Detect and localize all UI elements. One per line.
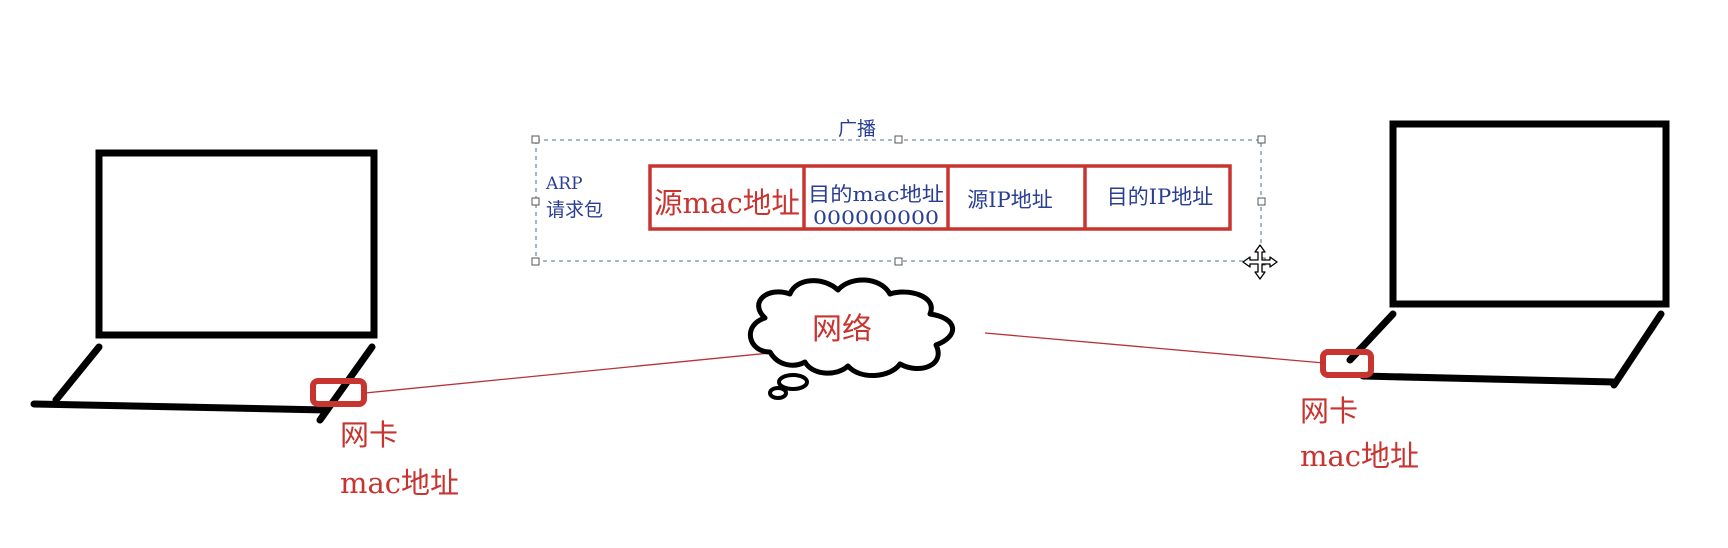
selection-handle[interactable] xyxy=(531,257,540,266)
selection-handle[interactable] xyxy=(1257,197,1266,206)
right-laptop-base-right-edge xyxy=(1610,310,1665,389)
packet-field-src-mac: 源mac地址 xyxy=(654,186,800,220)
right-nic xyxy=(1320,349,1374,378)
selection-handle[interactable] xyxy=(1257,135,1266,144)
cloud-puff-2 xyxy=(768,386,788,400)
selection-handle[interactable] xyxy=(531,197,540,206)
packet-field-src-ip: 源IP地址 xyxy=(967,188,1052,212)
packet-field-dst-mac: 目的mac地址 xyxy=(808,182,944,206)
packet-title-line1: ARP xyxy=(545,174,583,194)
broadcast-selection: 广播 xyxy=(531,118,1278,280)
left-nic-label: 网卡 xyxy=(340,418,398,452)
right-mac-label: mac地址 xyxy=(1300,439,1419,473)
move-cursor-icon xyxy=(1242,244,1278,280)
packet-field-dst-mac-value: 000000000 xyxy=(813,207,939,229)
packet-title-line2: 请求包 xyxy=(546,199,603,221)
selection-handle[interactable] xyxy=(894,135,903,144)
cloud-shape xyxy=(747,277,956,379)
left-nic xyxy=(310,378,367,407)
selection-handle[interactable] xyxy=(894,257,903,266)
left-connection-line xyxy=(364,352,771,394)
right-laptop xyxy=(1320,120,1670,389)
network-label: 网络 xyxy=(812,312,872,347)
network-cloud: 网络 xyxy=(747,277,956,400)
right-laptop-screen xyxy=(1389,120,1670,308)
packet-outer-box xyxy=(648,164,1232,231)
left-laptop xyxy=(30,149,378,424)
right-laptop-base-bottom xyxy=(1359,372,1618,386)
arp-packet: ARP 请求包 源mac地址 目的mac地址 000000000 源IP地址 目… xyxy=(545,164,1232,231)
packet-field-dst-ip: 目的IP地址 xyxy=(1107,185,1213,209)
left-laptop-screen xyxy=(95,149,378,339)
selection-handle[interactable] xyxy=(531,135,540,144)
left-laptop-base-left-edge xyxy=(52,343,103,404)
cloud-puff-1 xyxy=(777,373,809,391)
right-nic-label: 网卡 xyxy=(1300,394,1358,428)
right-connection-line xyxy=(984,332,1325,364)
left-mac-label: mac地址 xyxy=(340,466,459,500)
selection-handles xyxy=(531,135,1266,266)
broadcast-label: 广播 xyxy=(838,118,876,140)
left-laptop-base-bottom xyxy=(30,400,330,414)
